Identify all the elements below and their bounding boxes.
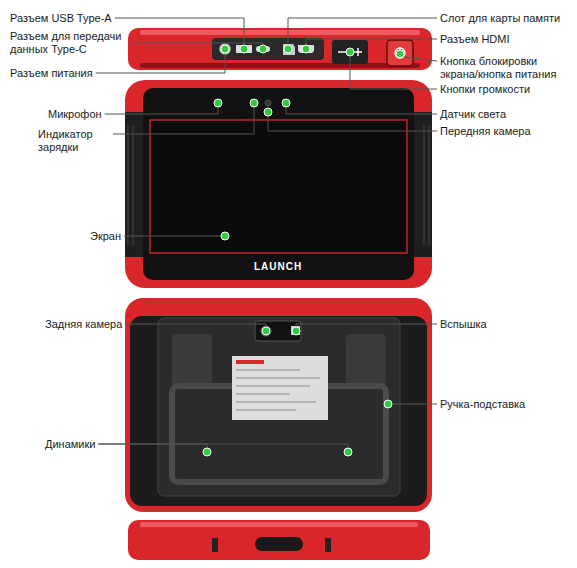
- part-label: Датчик света: [440, 108, 506, 121]
- leader-line: [98, 444, 207, 448]
- part-label: Микрофон: [48, 108, 102, 121]
- top-edge-view-shape: [338, 51, 346, 53]
- front-view-shape: [125, 80, 432, 288]
- part-label: Кнопки громкости: [440, 83, 530, 96]
- back-view-shape-shape: [236, 394, 290, 395]
- bottom-edge-view-shape: [140, 522, 418, 527]
- leader-line: [392, 404, 437, 405]
- part-label: Слот для карты памяти: [440, 12, 560, 25]
- front-view-shape: [265, 100, 271, 106]
- callout-dot: [250, 99, 258, 107]
- part-label: Разъем USB Type-A: [10, 12, 112, 25]
- part-label: Разъем для передачи данных Type-C: [10, 30, 128, 56]
- leader-line: [98, 444, 348, 448]
- bottom-edge-view-shape: [255, 537, 303, 551]
- callout-dot: [344, 448, 352, 456]
- bottom-edge-view-shape: [212, 538, 218, 552]
- top-edge-view-shape: [357, 48, 359, 56]
- leader-line: [286, 107, 437, 114]
- top-edge-view-shape: [256, 46, 270, 52]
- back-view-shape: [125, 298, 432, 512]
- part-label: Экран: [90, 230, 121, 243]
- callout-dot: [346, 48, 354, 56]
- front-view-shape-shape: [428, 125, 430, 245]
- part-label: Разъем HDMI: [440, 33, 510, 46]
- leader-line: [125, 324, 266, 327]
- back-view-shape-shape: [236, 370, 300, 371]
- part-label: Индикатор зарядки: [38, 128, 110, 154]
- back-view-shape: [130, 316, 427, 506]
- callout-dot: [302, 45, 310, 53]
- front-view-shape: [150, 120, 407, 253]
- top-edge-view-shape: [283, 44, 295, 55]
- back-view-shape: [236, 360, 264, 364]
- callout-dot: [259, 45, 267, 53]
- back-view: [125, 298, 432, 512]
- front-view-shape: [143, 88, 414, 280]
- callout-dot: [262, 327, 270, 335]
- bottom-edge-view-shape: [325, 538, 331, 552]
- back-view-shape: [232, 356, 328, 420]
- top-edge-view-shape: [387, 40, 413, 66]
- part-label: Кнопка блокировки экрана/кнопка питания: [440, 55, 574, 81]
- callout-dot: [214, 99, 222, 107]
- part-label: Динамики: [45, 438, 95, 451]
- part-label: Передняя камера: [440, 125, 531, 138]
- callout-dot: [282, 99, 290, 107]
- callout-dot: [264, 108, 272, 116]
- part-label: Вспышка: [440, 318, 487, 331]
- top-edge-view-shape: [140, 63, 420, 68]
- back-view-shape-shape: [236, 410, 296, 411]
- front-view: [125, 80, 432, 288]
- leader-line: [105, 107, 218, 114]
- top-edge-view-shape: [212, 38, 324, 60]
- top-edge-view: [128, 28, 432, 70]
- callout-dot: [292, 327, 300, 335]
- callout-dot: [221, 232, 229, 240]
- top-edge-view-shape: [140, 30, 420, 35]
- back-view-shape: [158, 318, 400, 496]
- front-view-shape-shape: [127, 125, 129, 245]
- leader-line: [115, 18, 244, 45]
- leader-line: [124, 236, 221, 237]
- leader-line: [296, 324, 437, 327]
- part-label: Задняя камера: [45, 318, 122, 331]
- brand-text: LAUNCH: [243, 261, 313, 273]
- leader-line: [268, 116, 437, 131]
- leader-line: [404, 57, 437, 61]
- part-label: Ручка-подставка: [440, 398, 525, 411]
- leader-line: [350, 56, 437, 89]
- callout-dot: [396, 50, 404, 58]
- back-view-shape: [261, 326, 271, 336]
- callout-dot: [240, 45, 248, 53]
- callout-dot: [284, 45, 292, 53]
- top-edge-view-shape: [236, 45, 252, 53]
- back-view-shape: [346, 334, 386, 386]
- callout-dot: [384, 400, 392, 408]
- back-view-shape-shape: [236, 386, 310, 387]
- leader-line: [131, 43, 263, 45]
- bottom-edge-view-shape: [128, 520, 430, 560]
- back-view-shape-shape: [236, 402, 316, 403]
- leader-line: [306, 39, 437, 45]
- bottom-edge-view: [128, 520, 430, 560]
- front-view-shape-shape: [132, 125, 134, 245]
- callout-dot: [221, 45, 229, 53]
- top-edge-view-shape: [395, 48, 405, 58]
- leader-line: [96, 53, 225, 73]
- leader-line: [113, 107, 254, 134]
- callout-dot: [203, 448, 211, 456]
- back-view-shape: [236, 370, 320, 410]
- top-edge-view-shape: [220, 44, 230, 54]
- back-view-shape-shape: [236, 378, 320, 379]
- back-view-shape: [172, 334, 212, 386]
- leader-line: [288, 18, 437, 45]
- part-label: Разъем питания: [10, 67, 93, 80]
- back-view-shape: [291, 326, 300, 335]
- top-edge-view-shape: [298, 45, 314, 53]
- top-edge-view-shape: [128, 28, 432, 70]
- front-view-shape-shape: [423, 125, 425, 245]
